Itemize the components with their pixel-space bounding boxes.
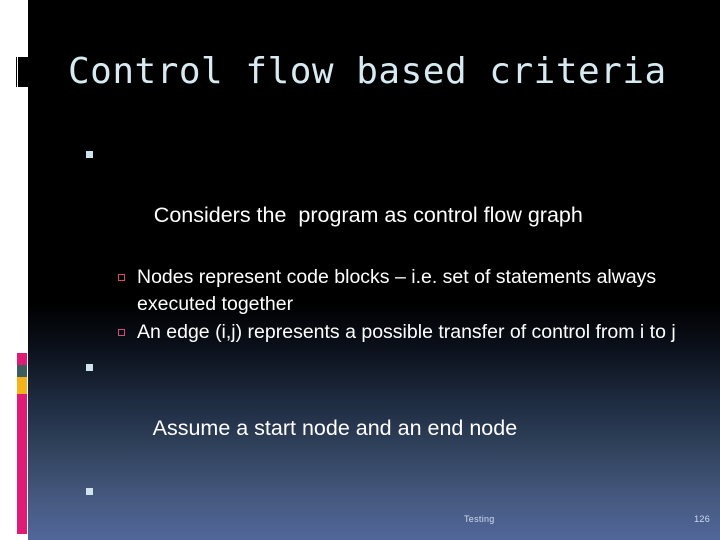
slide-title: Control flow based criteria <box>68 51 667 92</box>
slide-canvas: Control flow based criteria Considers th… <box>28 0 720 540</box>
bullet-level1: Considers the program as control flow gr… <box>74 140 714 260</box>
sub-bullet-group: Nodes represent code blocks – i.e. set o… <box>106 264 714 346</box>
hollow-square-bullet-icon <box>118 274 125 281</box>
accent-chip-gold <box>17 377 27 394</box>
filled-square-bullet-icon <box>86 151 93 158</box>
black-accent-line <box>16 57 17 87</box>
accent-chip-teal <box>17 365 27 377</box>
accent-bar-pink <box>17 394 27 534</box>
bullet-level2: Nodes represent code blocks – i.e. set o… <box>106 264 714 318</box>
bullet-level2-text: An edge (i,j) represents a possible tran… <box>137 321 676 343</box>
bullet-level2: An edge (i,j) represents a possible tran… <box>106 319 714 346</box>
bullet-level1: A path is a sequence of nodes from start… <box>74 477 714 540</box>
bullet-level2-text: Nodes represent code blocks – i.e. set o… <box>137 266 657 315</box>
footer-page-number: 126 <box>694 514 710 524</box>
bullet-level1-text: Assume a start node and an end node <box>152 416 518 440</box>
black-accent-rectangle <box>18 57 30 87</box>
slide-body-list: Considers the program as control flow gr… <box>74 140 714 540</box>
hollow-square-bullet-icon <box>118 329 125 336</box>
filled-square-bullet-icon <box>86 488 93 495</box>
left-gutter <box>0 0 30 540</box>
bullet-level1: Assume a start node and an end node <box>74 353 714 473</box>
accent-chip-pink <box>17 353 27 365</box>
footer-note: Testing <box>464 514 495 524</box>
bullet-level1-text: Considers the program as control flow gr… <box>153 203 583 227</box>
filled-square-bullet-icon <box>86 364 93 371</box>
